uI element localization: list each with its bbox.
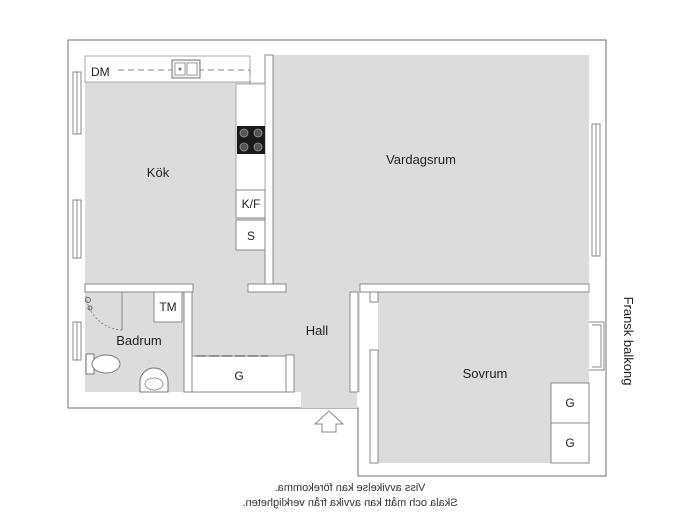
washbasin-icon — [139, 367, 169, 393]
badrum-door — [85, 292, 123, 331]
label-dm: DM — [91, 65, 110, 79]
interior-walls — [84, 54, 590, 464]
disclaimer-line-2: Skala och mått kan avvika från verklighe… — [242, 497, 458, 509]
kf-box — [235, 189, 266, 219]
label-hall: Hall — [306, 323, 329, 338]
label-kf: K/F — [242, 197, 261, 211]
label-fransk-balkong: Fransk balkong — [621, 297, 636, 386]
floor-hall-bottom — [301, 392, 357, 408]
floor-kok — [85, 82, 265, 284]
label-kok: Kök — [147, 165, 170, 180]
entrance-arrow-icon — [313, 410, 345, 433]
label-vardagsrum: Vardagsrum — [386, 152, 456, 167]
label-g-sovrum-1: G — [565, 396, 574, 410]
label-g-hall: G — [234, 369, 243, 383]
stove-icon — [237, 126, 265, 154]
disclaimer-line-1: Viss avvikelse kan förekomma. — [274, 482, 426, 494]
s-box — [235, 219, 266, 251]
tm-box — [153, 291, 183, 323]
g-sovrum-closet-1 — [550, 382, 590, 424]
label-sovrum: Sovrum — [463, 366, 508, 381]
label-badrum: Badrum — [116, 333, 162, 348]
toilet-icon — [85, 353, 121, 375]
window-icon — [72, 71, 605, 371]
sink-icon — [171, 59, 201, 79]
g-sovrum-closet-2 — [550, 422, 590, 464]
label-g-sovrum-2: G — [565, 436, 574, 450]
label-tm: TM — [159, 300, 176, 314]
floor-vardagsrum — [273, 55, 589, 284]
floor-dm-strip — [84, 55, 251, 83]
shower-icon — [85, 297, 93, 311]
g-hall-closet — [191, 355, 287, 393]
label-s: S — [247, 229, 255, 243]
